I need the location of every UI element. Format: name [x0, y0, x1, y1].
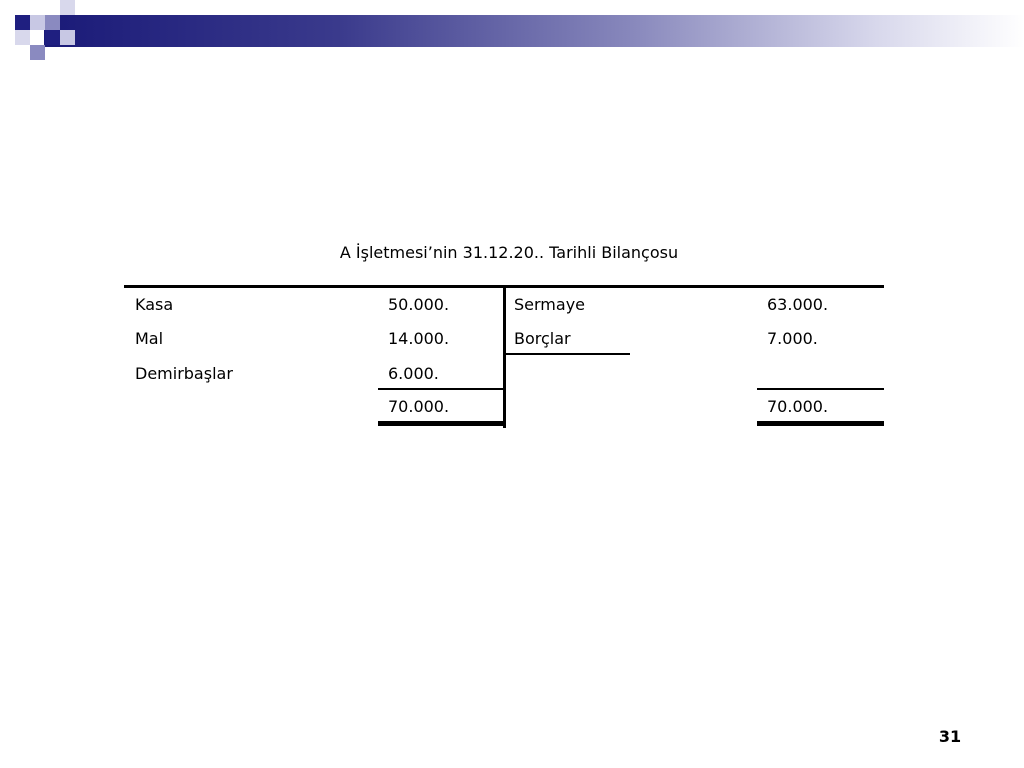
deco-square [30, 15, 45, 30]
right-total: 70.000. [767, 397, 829, 416]
deco-square [60, 30, 75, 45]
deco-square [15, 15, 30, 30]
right-total-double-rule [757, 421, 884, 426]
left-row-label: Mal [135, 329, 164, 348]
deco-square [60, 0, 75, 15]
header-gradient-bar [44, 15, 1024, 47]
deco-square [45, 15, 60, 30]
left-row-label: Kasa [135, 295, 174, 314]
deco-square [30, 45, 45, 60]
left-row-label: Demirbaşlar [135, 364, 233, 383]
left-total-double-rule [378, 421, 505, 426]
deco-square [45, 30, 60, 45]
right-subtotal-rule [757, 388, 884, 390]
deco-square [15, 30, 30, 45]
right-label-rule [503, 353, 630, 355]
left-row-amount: 14.000. [388, 329, 450, 348]
page-number: 31 [938, 727, 962, 746]
left-row-amount: 50.000. [388, 295, 450, 314]
center-divider [503, 285, 506, 428]
left-total: 70.000. [388, 397, 450, 416]
right-row-label: Borçlar [514, 329, 571, 348]
slide-decoration [0, 0, 1024, 70]
right-row-amount: 63.000. [767, 295, 829, 314]
right-row-label: Sermaye [514, 295, 585, 314]
slide-title: A İşletmesi’nin 31.12.20.. Tarihli Bilan… [339, 243, 679, 262]
left-row-amount: 6.000. [388, 364, 439, 383]
right-row-amount: 7.000. [767, 329, 818, 348]
left-subtotal-rule [378, 388, 505, 390]
